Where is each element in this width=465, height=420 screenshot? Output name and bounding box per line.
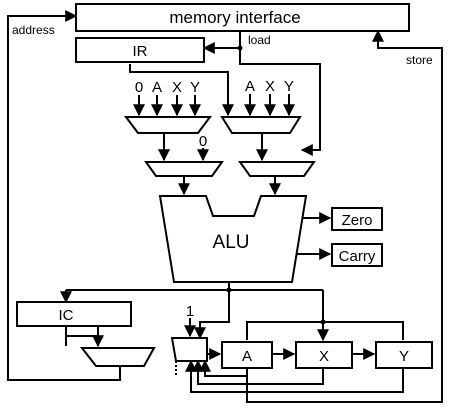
register-a: A: [221, 341, 273, 369]
carry-flag: Carry: [331, 243, 383, 267]
svg-text:X: X: [172, 79, 182, 96]
address-label: address: [12, 23, 55, 37]
register-y: Y: [375, 341, 433, 369]
store-wire: [372, 29, 443, 392]
address-wire: [7, 10, 121, 381]
alu-block: ALU: [158, 195, 308, 283]
memory-interface-block: memory interface: [75, 3, 410, 32]
register-x: X: [295, 341, 353, 369]
ic-mux: [79, 347, 156, 367]
const-zero-label: 0: [199, 133, 207, 150]
left-operand-mux: [124, 116, 212, 134]
left-mux-input-labels: 0 A X Y: [135, 79, 200, 96]
alu-left-mux: [144, 161, 224, 177]
alu-right-mux: [238, 161, 316, 177]
svg-text:X: X: [265, 78, 275, 95]
svg-text:Y: Y: [399, 348, 409, 365]
svg-text:Zero: Zero: [342, 212, 373, 229]
right-operand-mux: [220, 116, 302, 134]
svg-text:Carry: Carry: [339, 248, 376, 265]
load-label: load: [248, 33, 271, 47]
svg-text:X: X: [319, 348, 329, 365]
svg-text:Y: Y: [190, 79, 200, 96]
ic-register: IC: [16, 301, 132, 327]
svg-text:A: A: [245, 78, 255, 95]
wires: [7, 10, 443, 403]
svg-text:ALU: ALU: [213, 232, 250, 253]
svg-text:0: 0: [135, 79, 143, 96]
store-label: store: [406, 53, 433, 67]
a-input-mux: [170, 337, 208, 362]
svg-text:A: A: [152, 79, 162, 96]
svg-text:IC: IC: [59, 307, 74, 324]
ir-register: IR: [75, 37, 205, 63]
svg-text:memory interface: memory interface: [169, 8, 300, 27]
zero-flag: Zero: [331, 207, 383, 231]
svg-text:IR: IR: [133, 43, 148, 60]
load-wire: [202, 31, 241, 54]
svg-text:A: A: [242, 348, 252, 365]
right-mux-input-labels: A X Y: [245, 78, 294, 95]
const-one-label: 1: [186, 303, 194, 320]
svg-text:Y: Y: [284, 78, 294, 95]
